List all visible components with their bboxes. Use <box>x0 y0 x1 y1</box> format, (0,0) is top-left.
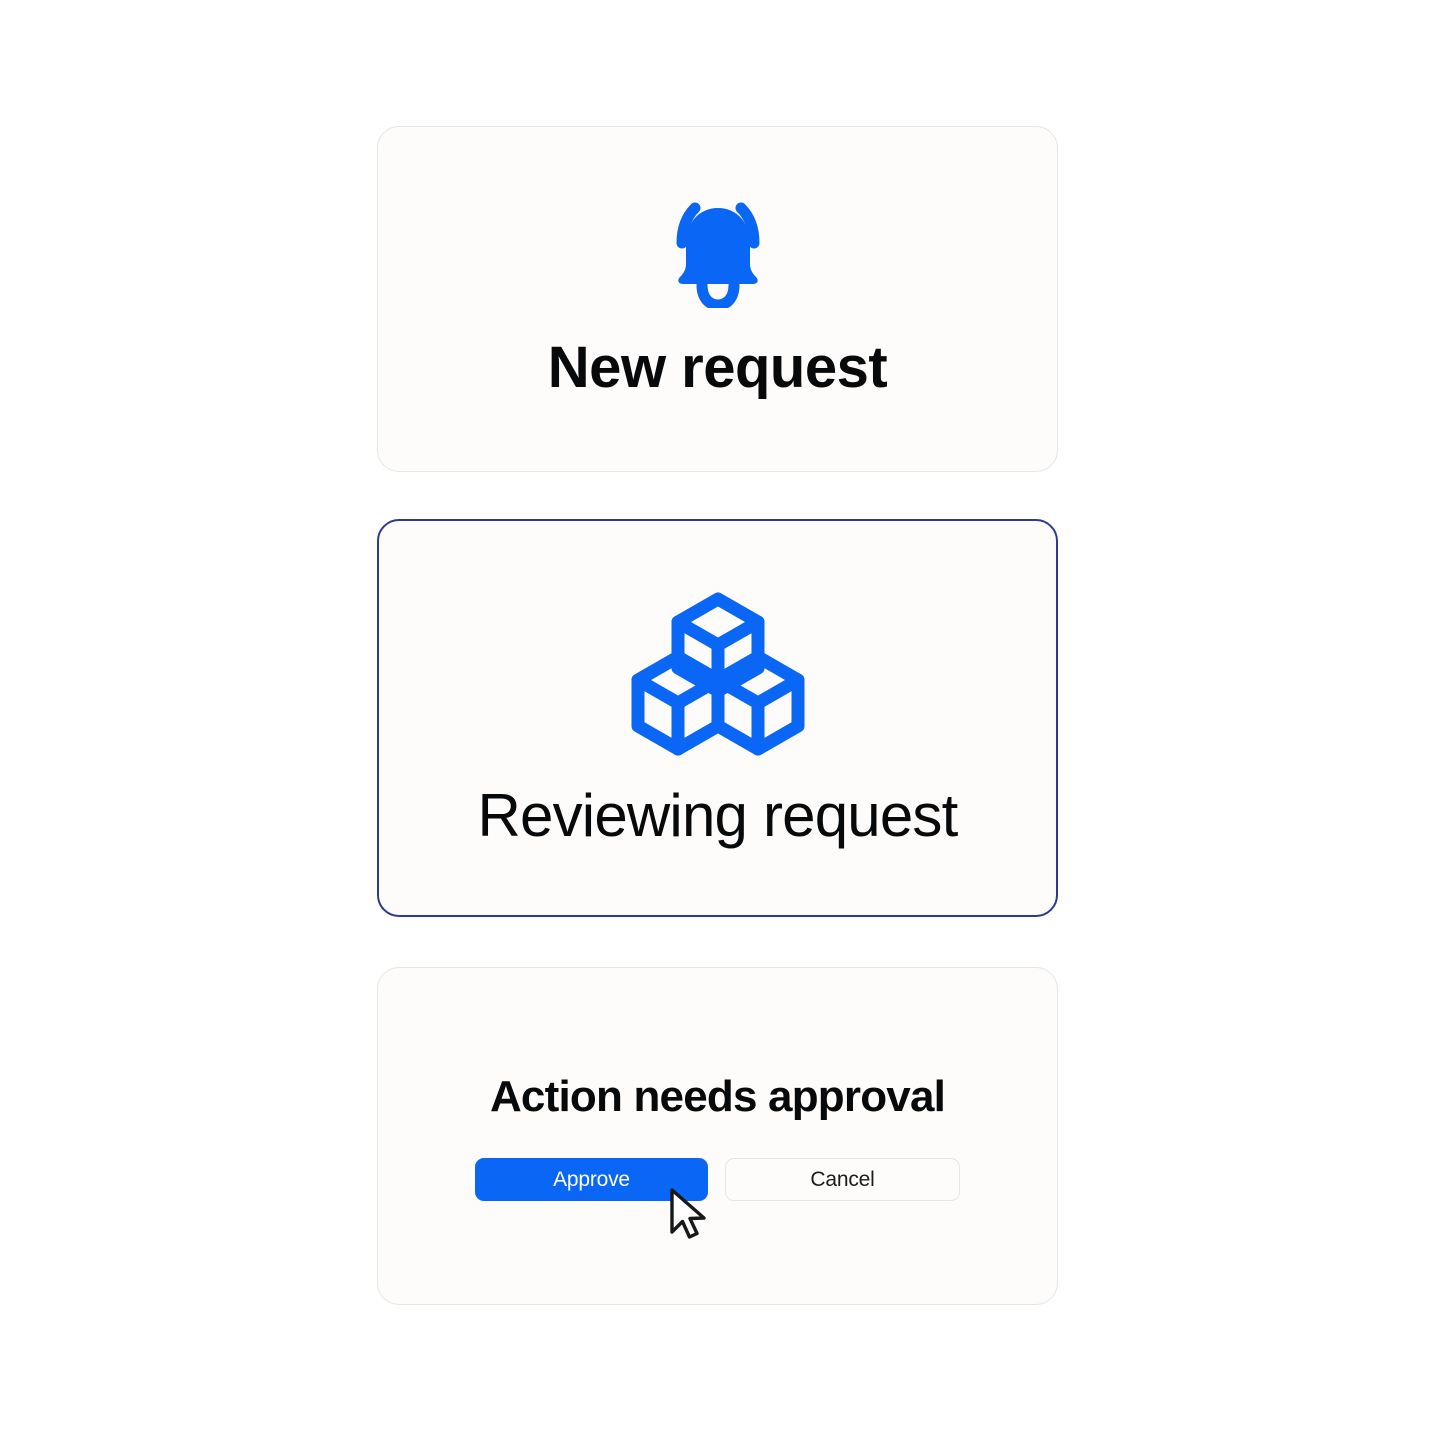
card-title-new-request: New request <box>547 334 888 400</box>
cubes-icon <box>631 592 804 755</box>
approve-button[interactable]: Approve <box>475 1157 708 1201</box>
card-title-reviewing-request: Reviewing request <box>477 781 959 849</box>
approval-button-row: Approve Cancel <box>475 1157 960 1201</box>
card-reviewing-request[interactable]: Reviewing request <box>377 519 1058 917</box>
card-new-request[interactable]: New request <box>377 126 1058 472</box>
cancel-button[interactable]: Cancel <box>725 1157 960 1201</box>
bell-icon <box>676 202 759 308</box>
card-action-needs-approval: Action needs approval Approve Cancel <box>377 967 1058 1305</box>
card-title-approval: Action needs approval <box>489 1071 946 1121</box>
